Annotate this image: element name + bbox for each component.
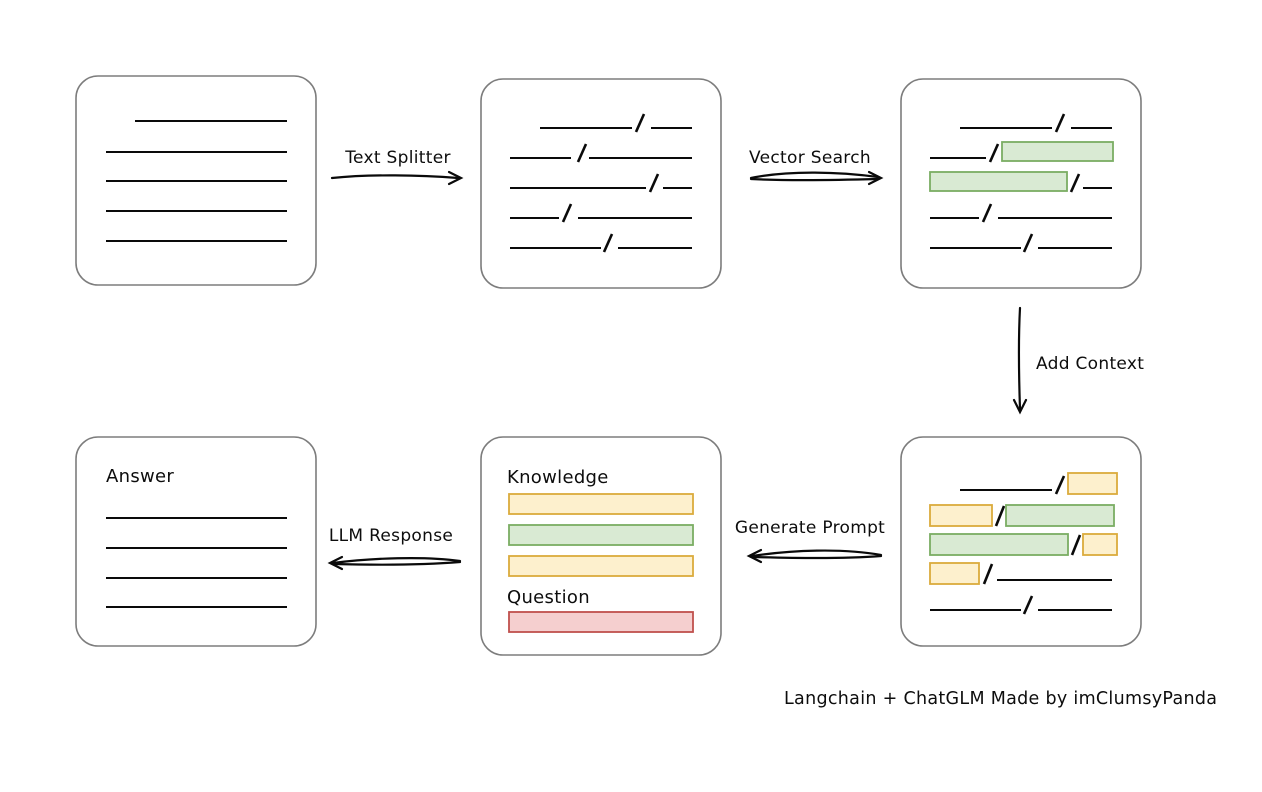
edge-vector-search-arrowhead xyxy=(867,170,884,186)
node-answer-box[interactable]: Answer xyxy=(75,436,317,647)
highlight-yellow-chunk-4 xyxy=(929,562,980,585)
edge-add-context-label: Add Context xyxy=(1036,354,1144,374)
split-chunks-box xyxy=(480,78,722,289)
edge-vector-search-line-upper xyxy=(749,171,880,180)
answer-box xyxy=(75,436,317,647)
node-retrieved-chunks[interactable] xyxy=(900,78,1142,289)
edge-vector-search-label: Vector Search xyxy=(749,148,871,168)
edge-generate-prompt-label: Generate Prompt xyxy=(735,518,885,538)
edge-text-splitter-label: Text Splitter xyxy=(344,148,451,168)
edge-generate-prompt-line-upper xyxy=(750,549,883,558)
edge-add-context-line xyxy=(1017,306,1022,411)
context-chunks-lines xyxy=(929,472,1118,615)
source-document-lines xyxy=(106,119,287,243)
highlight-yellow-chunk-1 xyxy=(1067,472,1118,495)
edge-llm-response-arrowhead xyxy=(327,555,344,571)
knowledge-bar-3 xyxy=(508,555,694,577)
highlight-green-chunk-1 xyxy=(1001,141,1114,162)
edge-vector-search[interactable]: Vector Search xyxy=(749,148,884,186)
edge-add-context-arrowhead xyxy=(1012,398,1028,415)
diagram-caption: Langchain + ChatGLM Made by imClumsyPand… xyxy=(784,689,1217,709)
highlight-green-chunk-3 xyxy=(1005,504,1115,527)
node-source-document[interactable] xyxy=(75,75,317,286)
knowledge-heading: Knowledge xyxy=(507,467,609,488)
highlight-green-chunk-2 xyxy=(929,171,1068,192)
edge-generate-prompt-line-lower xyxy=(750,554,883,560)
split-chunks-lines xyxy=(510,113,692,253)
node-prompt-box[interactable]: Knowledge Question xyxy=(480,436,722,656)
edge-text-splitter-arrowhead xyxy=(447,170,464,186)
answer-heading: Answer xyxy=(106,466,174,487)
retrieved-chunks-lines xyxy=(929,113,1114,253)
edge-llm-response-line-lower xyxy=(331,560,462,566)
prompt-box xyxy=(480,436,722,656)
knowledge-bar-2 xyxy=(508,524,694,546)
highlight-green-chunk-4 xyxy=(929,533,1069,556)
answer-lines xyxy=(106,516,287,609)
edge-llm-response[interactable]: LLM Response xyxy=(327,526,462,571)
edge-generate-prompt-arrowhead xyxy=(746,548,763,564)
question-heading: Question xyxy=(507,587,590,608)
edge-vector-search-line-lower xyxy=(749,177,880,182)
node-context-chunks[interactable] xyxy=(900,436,1142,647)
edge-generate-prompt[interactable]: Generate Prompt xyxy=(735,518,885,564)
highlight-yellow-chunk-3 xyxy=(1082,533,1118,556)
highlight-yellow-chunk-2 xyxy=(929,504,993,527)
edge-llm-response-line-upper xyxy=(331,557,462,565)
edge-llm-response-label: LLM Response xyxy=(329,526,453,546)
knowledge-bar-1 xyxy=(508,493,694,515)
edge-text-splitter[interactable]: Text Splitter xyxy=(330,148,464,186)
edge-add-context[interactable]: Add Context xyxy=(1012,306,1144,415)
node-split-chunks[interactable] xyxy=(480,78,722,289)
question-bar-1 xyxy=(508,611,694,633)
edge-text-splitter-line xyxy=(330,174,460,180)
